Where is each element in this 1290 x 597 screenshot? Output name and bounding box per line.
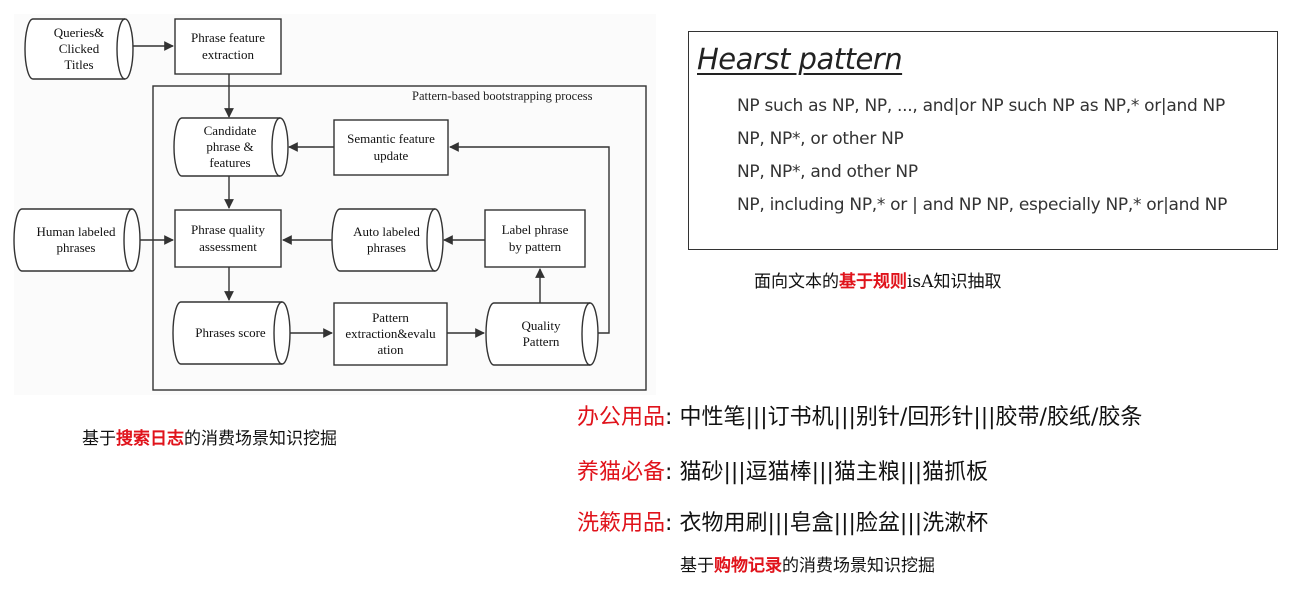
- hearst-pattern-1: NP such as NP, NP, ..., and|or NP such N…: [737, 96, 1225, 116]
- hearst-pattern-panel: Hearst pattern NP such as NP, NP, ..., a…: [688, 31, 1278, 250]
- bootstrapping-group-frame: [152, 85, 647, 391]
- bootstrapping-group-label: Pattern-based bootstrapping process: [412, 89, 593, 103]
- caption-left-prefix: 基于: [82, 429, 116, 449]
- scene-category-wash: 洗簌用品: [577, 511, 666, 536]
- caption-rule-prefix: 面向文本的: [754, 272, 839, 292]
- caption-rule-based: 面向文本的基于规则isA知识抽取: [754, 267, 1001, 292]
- caption-shopping-record: 基于购物记录的消费场景知识挖掘: [680, 551, 935, 576]
- caption-left-suffix: 的消费场景知识挖掘: [184, 429, 337, 449]
- scene-sep-office: :: [665, 405, 673, 430]
- scene-sep-cat: :: [665, 460, 673, 485]
- caption-bottom-prefix: 基于: [680, 556, 714, 576]
- phrases-score-node: Phrases score: [195, 324, 266, 340]
- hearst-pattern-2: NP, NP*, or other NP: [737, 129, 904, 149]
- queries-node: Queries& Clicked Titles: [53, 24, 105, 73]
- scene-row-wash: 洗簌用品: 衣物用刷|||皂盒|||脸盆|||洗漱杯: [577, 505, 988, 537]
- auto-labeled-node: Auto labeled phrases: [353, 223, 420, 255]
- flow-diagram: [13, 18, 647, 391]
- scene-category-cat: 养猫必备: [577, 460, 666, 485]
- caption-bottom-suffix: 的消费场景知识挖掘: [782, 556, 935, 576]
- pattern-extract-node: Pattern extraction&evalu ation: [345, 309, 436, 358]
- scene-items-wash: 衣物用刷|||皂盒|||脸盆|||洗漱杯: [679, 511, 989, 536]
- label-phrase-node: Label phrase by pattern: [501, 222, 569, 254]
- quality-assess-box-shape: [174, 209, 282, 268]
- caption-rule-highlight: 基于规则: [839, 272, 907, 292]
- scene-row-cat: 养猫必备: 猫砂|||逗猫棒|||猫主粮|||猫抓板: [577, 454, 988, 486]
- arrow-quality-to-semantic: [449, 142, 610, 334]
- quality-assess-node: Phrase quality assessment: [190, 222, 265, 254]
- phrase-feature-box-shape: [174, 18, 282, 75]
- hearst-pattern-4: NP, including NP,* or | and NP NP, espec…: [737, 195, 1228, 215]
- scene-row-office: 办公用品: 中性笔|||订书机|||别针/回形针|||胶带/胶纸/胶条: [577, 399, 1142, 431]
- caption-bottom-highlight: 购物记录: [714, 556, 782, 576]
- scene-items-cat: 猫砂|||逗猫棒|||猫主粮|||猫抓板: [679, 460, 989, 485]
- caption-search-log: 基于搜索日志的消费场景知识挖掘: [82, 424, 337, 449]
- caption-left-highlight: 搜索日志: [116, 429, 184, 449]
- caption-rule-suffix: isA知识抽取: [907, 272, 1002, 292]
- candidate-node: Candidate phrase & features: [203, 122, 257, 171]
- hearst-pattern-3: NP, NP*, and other NP: [737, 162, 918, 182]
- label-phrase-box-shape: [484, 209, 586, 268]
- pattern-extract-box-shape: [333, 302, 448, 366]
- scene-sep-wash: :: [665, 511, 673, 536]
- human-node: Human labeled phrases: [36, 223, 116, 255]
- hearst-title: Hearst pattern: [697, 42, 903, 76]
- quality-pattern-node: Quality Pattern: [521, 317, 561, 349]
- semantic-box-shape: [333, 119, 449, 176]
- semantic-node: Semantic feature update: [347, 131, 435, 163]
- scene-category-office: 办公用品: [577, 405, 666, 430]
- hearst-pattern-list: NP such as NP, NP, ..., and|or NP such N…: [737, 90, 1227, 222]
- scene-items-office: 中性笔|||订书机|||别针/回形针|||胶带/胶纸/胶条: [679, 405, 1143, 430]
- phrase-feature-node: Phrase feature extraction: [191, 30, 265, 62]
